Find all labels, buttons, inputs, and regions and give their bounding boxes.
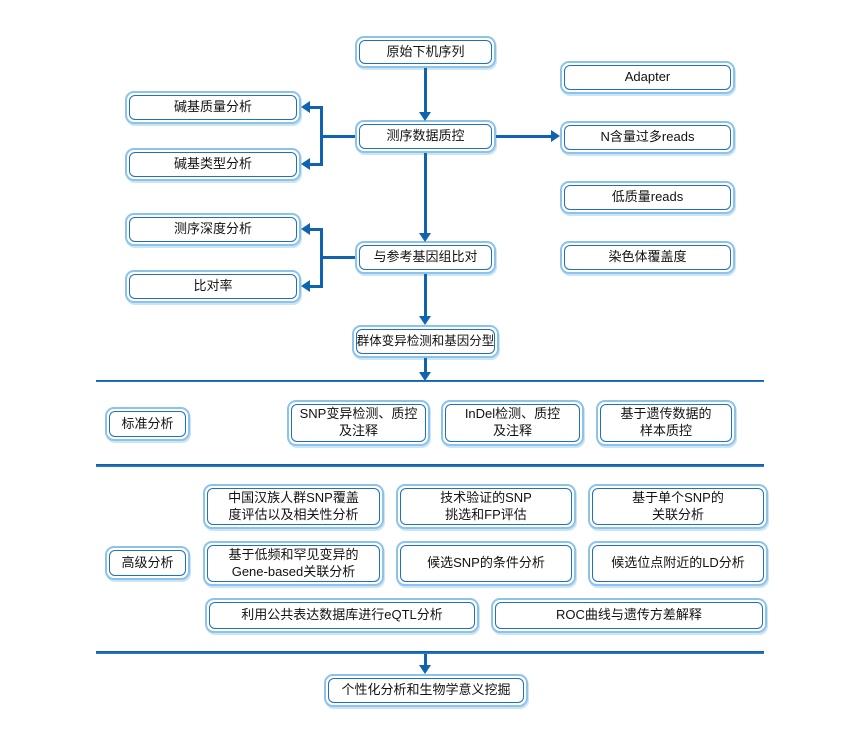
connector-align-to-mapping-rate: [310, 285, 321, 288]
node-raw-sequence-label: 原始下机序列: [359, 40, 492, 64]
node-conditional-snp: 候选SNP的条件分析: [396, 541, 576, 586]
arrowhead-variant-to-standard: [419, 372, 431, 381]
node-snp-detection-label: SNP变异检测、质控 及注释: [291, 404, 426, 442]
node-conditional-snp-label: 候选SNP的条件分析: [400, 545, 572, 582]
divider-standard-bottom: [96, 464, 764, 467]
node-sample-qc: 基于遗传数据的 样本质控: [596, 400, 736, 446]
arrowhead-base-quality: [301, 101, 310, 113]
section-label-standard: 标准分析: [105, 407, 190, 441]
connector-align-left-stub: [321, 256, 355, 259]
node-low-quality-reads: 低质量reads: [560, 181, 735, 214]
arrowhead-advanced-to-final: [419, 665, 431, 674]
node-single-snp-association: 基于单个SNP的 关联分析: [588, 484, 768, 529]
connector-qc-to-base-type: [310, 163, 321, 166]
arrowhead-base-type: [301, 158, 310, 170]
connector-raw-to-qc: [424, 68, 427, 113]
node-personalized-analysis: 个性化分析和生物学意义挖掘: [324, 674, 528, 707]
node-sample-qc-label: 基于遗传数据的 样本质控: [600, 404, 732, 442]
divider-advanced-bottom: [96, 651, 764, 654]
node-base-quality: 碱基质量分析: [125, 91, 301, 124]
node-roc-variance: ROC曲线与遗传方差解释: [491, 598, 767, 633]
section-label-advanced-text: 高级分析: [109, 550, 186, 576]
node-eqtl-analysis-label: 利用公共表达数据库进行eQTL分析: [209, 602, 475, 629]
section-label-advanced: 高级分析: [105, 546, 190, 580]
arrowhead-n-reads: [551, 130, 560, 142]
node-adapter: Adapter: [560, 61, 735, 94]
connector-variant-to-standard: [424, 358, 427, 373]
connector-qc-to-n-reads: [496, 135, 551, 138]
node-eqtl-analysis: 利用公共表达数据库进行eQTL分析: [205, 598, 479, 633]
node-gene-based-association: 基于低频和罕见变异的 Gene-based关联分析: [203, 541, 384, 586]
node-variant-genotyping: 群体变异检测和基因分型: [352, 325, 499, 358]
node-variant-genotyping-label: 群体变异检测和基因分型: [356, 329, 495, 354]
node-ld-analysis: 候选位点附近的LD分析: [588, 541, 768, 586]
node-align-reference: 与参考基因组比对: [355, 241, 496, 274]
divider-standard-top: [96, 380, 764, 382]
node-mapping-rate-label: 比对率: [129, 274, 297, 299]
node-sequencing-qc: 测序数据质控: [355, 120, 496, 153]
node-indel-detection-label: InDel检测、质控 及注释: [445, 404, 580, 442]
node-personalized-analysis-label: 个性化分析和生物学意义挖掘: [328, 678, 524, 703]
node-tech-validated-snp-label: 技术验证的SNP 挑选和FP评估: [400, 488, 572, 525]
node-n-reads: N含量过多reads: [560, 121, 735, 154]
node-base-type-label: 碱基类型分析: [129, 152, 297, 177]
node-chromosome-coverage: 染色体覆盖度: [560, 241, 735, 274]
connector-qc-to-align: [424, 153, 427, 234]
connector-advanced-to-final: [424, 654, 427, 666]
node-base-quality-label: 碱基质量分析: [129, 95, 297, 120]
arrowhead-align-to-variant: [419, 316, 431, 325]
connector-qc-left-stub: [321, 135, 355, 138]
connector-align-to-depth: [310, 228, 321, 231]
connector-qc-to-base-quality: [310, 106, 321, 109]
node-mapping-rate: 比对率: [125, 270, 301, 303]
node-han-snp-coverage: 中国汉族人群SNP覆盖 度评估以及相关性分析: [203, 484, 384, 529]
arrowhead-mapping-rate: [301, 280, 310, 292]
connector-align-to-variant: [424, 274, 427, 317]
node-low-quality-reads-label: 低质量reads: [564, 185, 731, 210]
node-raw-sequence: 原始下机序列: [355, 36, 496, 68]
arrowhead-qc-to-align: [419, 233, 431, 242]
node-depth-analysis: 测序深度分析: [125, 213, 301, 246]
node-gene-based-association-label: 基于低频和罕见变异的 Gene-based关联分析: [207, 545, 380, 582]
node-ld-analysis-label: 候选位点附近的LD分析: [592, 545, 764, 582]
node-adapter-label: Adapter: [564, 65, 731, 90]
node-tech-validated-snp: 技术验证的SNP 挑选和FP评估: [396, 484, 576, 529]
node-indel-detection: InDel检测、质控 及注释: [441, 400, 584, 446]
node-base-type: 碱基类型分析: [125, 148, 301, 181]
node-single-snp-association-label: 基于单个SNP的 关联分析: [592, 488, 764, 525]
node-depth-analysis-label: 测序深度分析: [129, 217, 297, 242]
section-label-standard-text: 标准分析: [109, 411, 186, 437]
node-han-snp-coverage-label: 中国汉族人群SNP覆盖 度评估以及相关性分析: [207, 488, 380, 525]
node-roc-variance-label: ROC曲线与遗传方差解释: [495, 602, 763, 629]
connector-align-left-branch: [320, 228, 323, 288]
node-n-reads-label: N含量过多reads: [564, 125, 731, 150]
arrowhead-raw-to-qc: [419, 112, 431, 121]
node-chromosome-coverage-label: 染色体覆盖度: [564, 245, 731, 270]
connector-qc-left-branch: [320, 106, 323, 166]
node-sequencing-qc-label: 测序数据质控: [359, 124, 492, 149]
node-snp-detection: SNP变异检测、质控 及注释: [287, 400, 430, 446]
node-align-reference-label: 与参考基因组比对: [359, 245, 492, 270]
arrowhead-depth: [301, 223, 310, 235]
